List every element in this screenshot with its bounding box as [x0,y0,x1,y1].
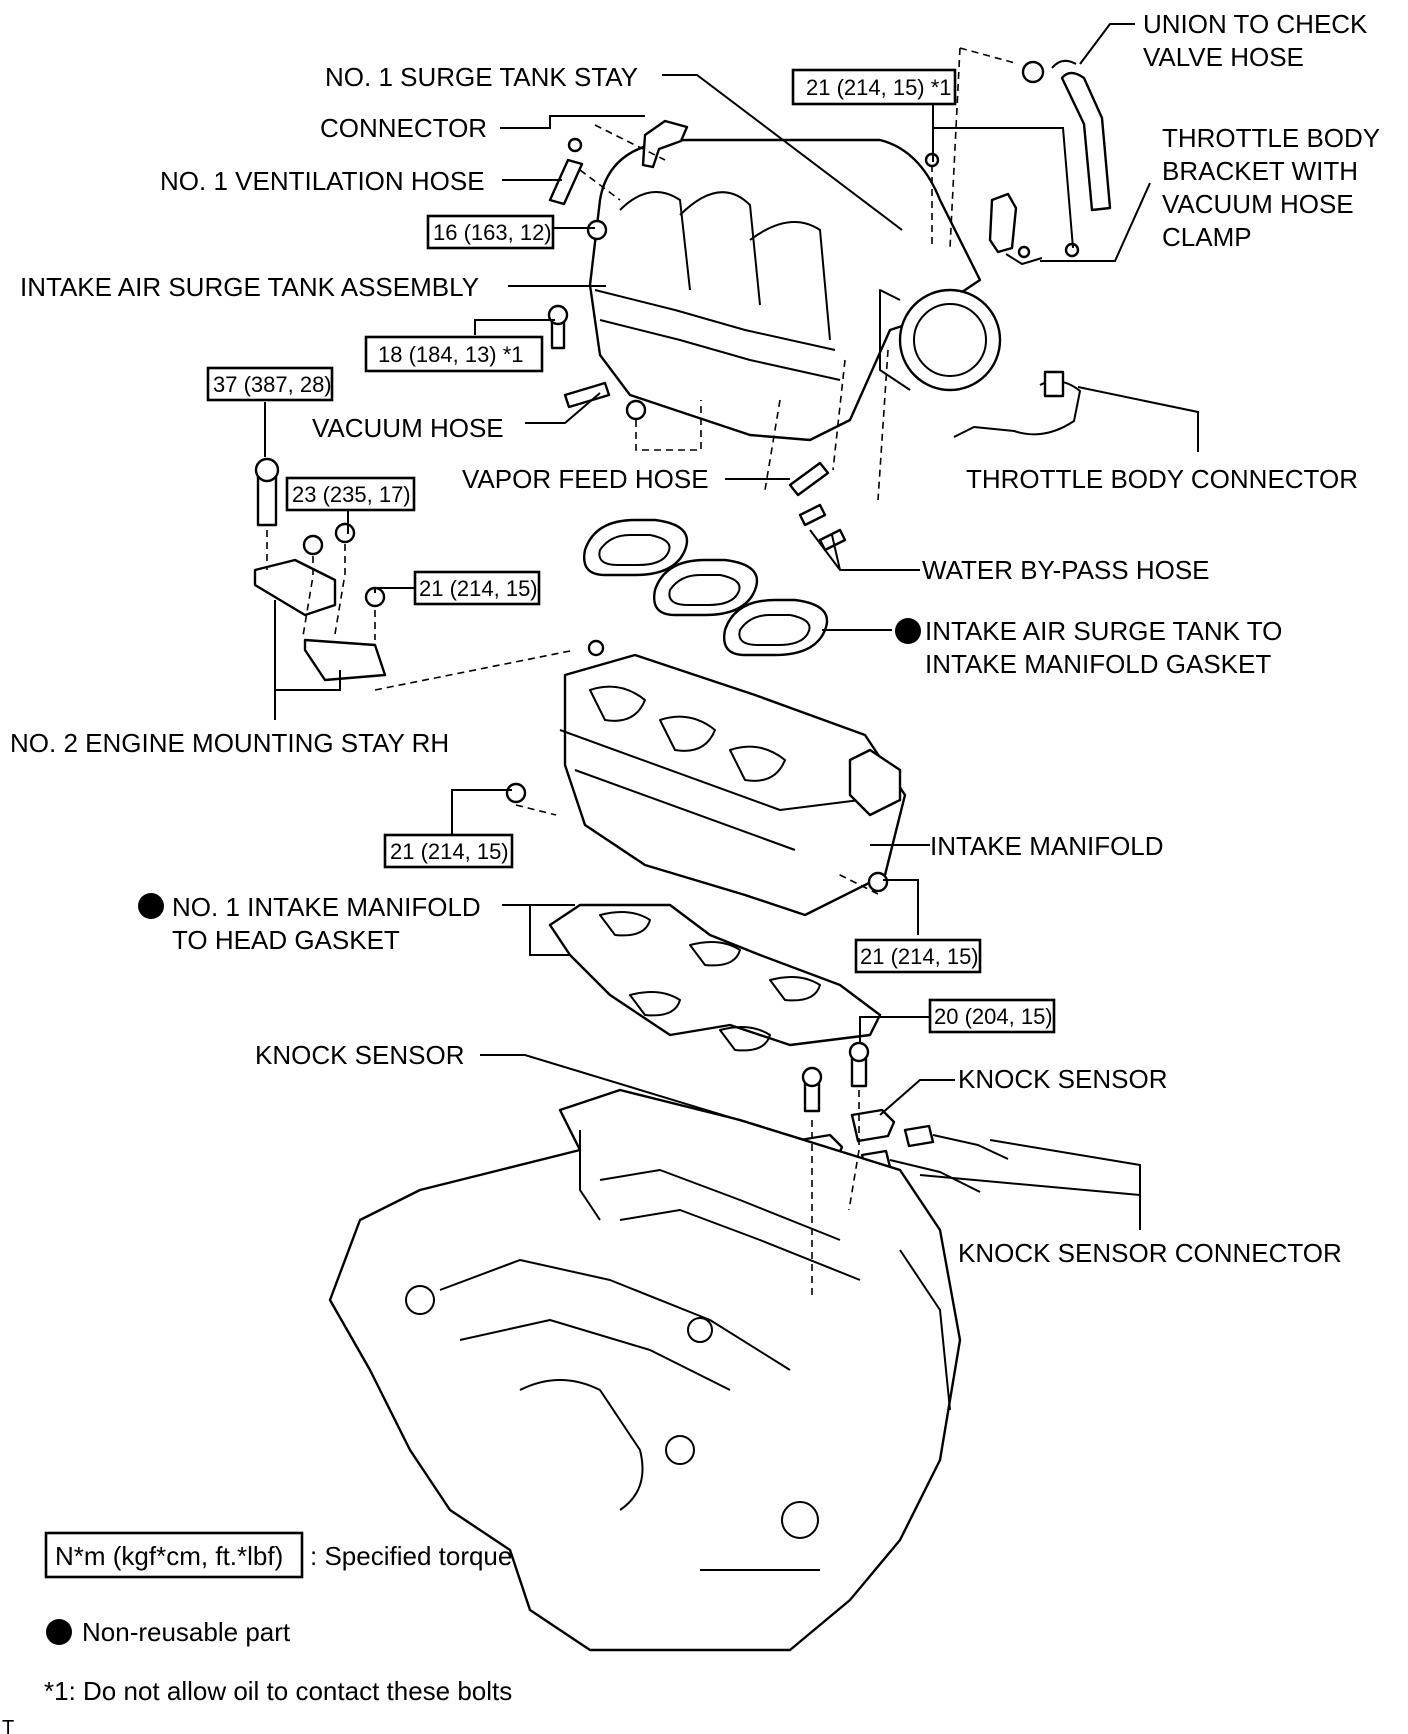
label-union-hose-line2: VALVE HOSE [1143,42,1304,72]
label-surge-tank-assembly: INTAKE AIR SURGE TANK ASSEMBLY [20,272,479,302]
torque-21-manifold-right: 21 (214, 15) [860,944,979,969]
torque-23: 23 (235, 17) [292,482,411,507]
head-gasket-drawing [548,903,882,1052]
legend: N*m (kgf*cm, ft.*lbf) : Specified torque… [2,1531,512,1734]
label-head-gasket-line1: NO. 1 INTAKE MANIFOLD [172,892,481,922]
legend-nonreusable-dot [46,1619,72,1645]
part-labels: UNION TO CHECK VALVE HOSE NO. 1 SURGE TA… [10,9,1380,1268]
label-head-gasket-line2: TO HEAD GASKET [172,925,400,955]
engine-mounting-stay-drawing [253,457,387,682]
throttle-body-connector-drawing [953,370,1081,438]
torque-18: 18 (184, 13) *1 [378,342,524,367]
label-tb-bracket-line3: VACUUM HOSE [1162,189,1354,219]
surge-tank-gaskets-drawing [583,518,829,657]
torque-21-stay: 21 (214, 15) [419,576,538,601]
throttle-body-bracket-drawing [988,192,1043,265]
label-surge-gasket-line2: INTAKE MANIFOLD GASKET [925,649,1271,679]
connector-drawing [548,119,689,206]
label-engine-mounting-stay: NO. 2 ENGINE MOUNTING STAY RH [10,728,449,758]
torque-16: 16 (163, 12) [433,220,552,245]
label-knock-sensor-left: KNOCK SENSOR [255,1040,465,1070]
label-tb-bracket-line4: CLAMP [1162,222,1252,252]
label-water-bypass-hose: WATER BY-PASS HOSE [922,555,1210,585]
label-ventilation-hose: NO. 1 VENTILATION HOSE [160,166,485,196]
label-tb-bracket-line2: BRACKET WITH [1162,156,1358,186]
legend-torque-text: : Specified torque [310,1541,512,1571]
label-knock-sensor-right: KNOCK SENSOR [958,1064,1168,1094]
nonreusable-marker-surge-gasket [895,618,921,644]
label-vacuum-hose: VACUUM HOSE [312,413,504,443]
label-connector: CONNECTOR [320,113,487,143]
torque-20-knock-sensor: 20 (204, 15) [934,1004,1053,1029]
label-union-hose-line1: UNION TO CHECK [1143,9,1368,39]
label-knock-sensor-connector: KNOCK SENSOR CONNECTOR [958,1238,1342,1268]
surge-tank-bolts-drawing [547,152,940,421]
corner-mark: T [2,1717,14,1734]
label-tb-bracket-line1: THROTTLE BODY [1162,123,1380,153]
surge-tank-drawing [588,138,1002,442]
torque-37: 37 (387, 28) [213,372,332,397]
legend-nonreusable-text: Non-reusable part [82,1617,291,1647]
engine-block-drawing [328,1088,962,1652]
nonreusable-marker-head-gasket [138,893,164,919]
label-intake-manifold: INTAKE MANIFOLD [930,831,1164,861]
nonreusable-markers [138,618,921,919]
label-surge-gasket-line1: INTAKE AIR SURGE TANK TO [925,616,1282,646]
legend-torque-units: N*m (kgf*cm, ft.*lbf) [55,1541,283,1571]
torque-21-manifold-left: 21 (214, 15) [390,839,509,864]
torque-union-bolt: 21 (214, 15) *1 [806,75,952,100]
legend-oil-note: *1: Do not allow oil to contact these bo… [44,1676,512,1706]
label-surge-tank-stay: NO. 1 SURGE TANK STAY [325,62,638,92]
leader-lines [264,23,1199,1230]
assembly-dashed-lines [266,47,1016,1300]
union-to-check-valve-hose-drawing [1021,59,1112,258]
torque-specs: 21 (214, 15) *1 16 (163, 12) 18 (184, 13… [206,68,1056,1034]
label-throttle-body-connector: THROTTLE BODY CONNECTOR [966,464,1358,494]
intake-manifold-drawing [505,639,907,917]
label-vapor-feed-hose: VAPOR FEED HOSE [462,464,709,494]
